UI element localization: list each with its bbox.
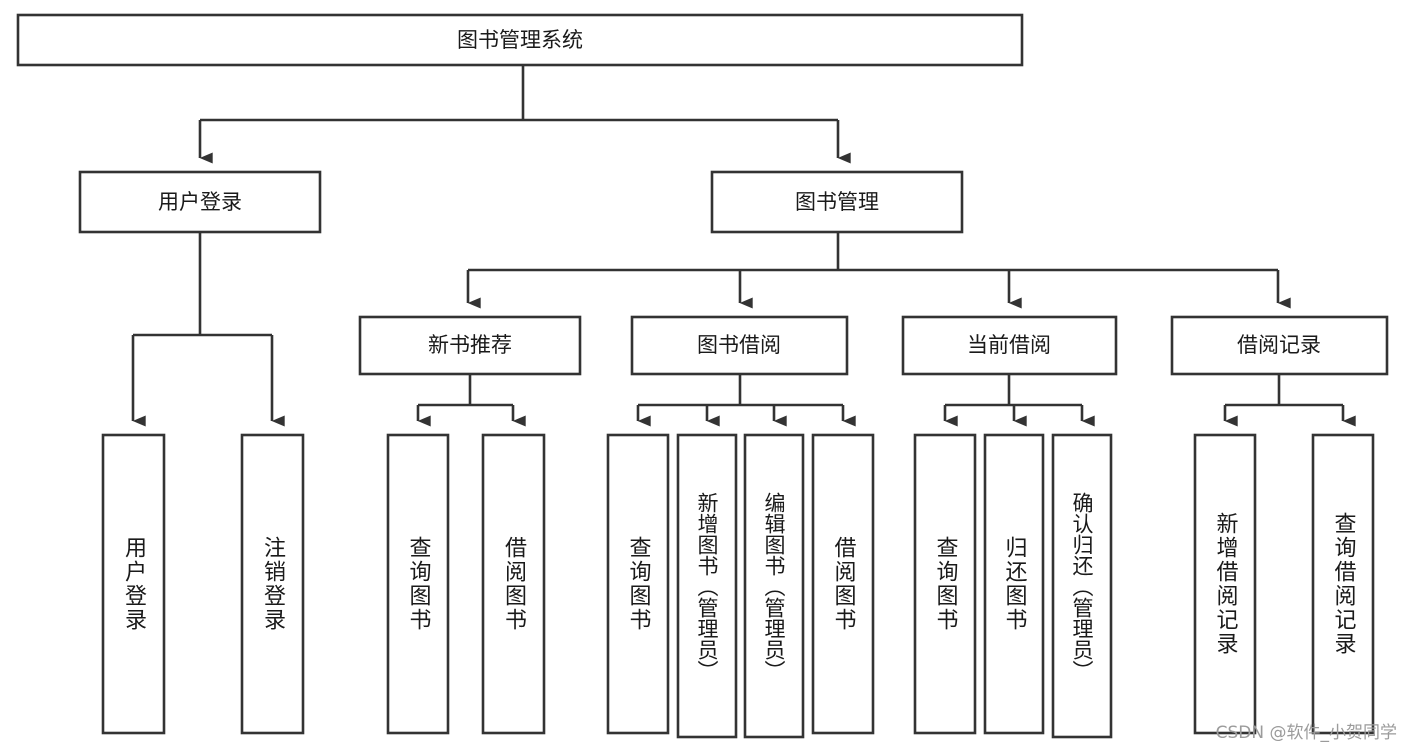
leaf-box-user-logout[interactable] [240, 433, 305, 735]
node-root[interactable]: 图书管理系统 [16, 13, 1024, 67]
connector-group-borrow-record [1223, 374, 1356, 427]
connector-group-book-borrow [636, 374, 856, 427]
leaf-box-query-record[interactable] [1311, 433, 1375, 735]
node-book-borrow-label: 图书借阅 [697, 333, 781, 357]
node-user-login-label: 用户登录 [158, 190, 242, 214]
leaf-box-add-record[interactable] [1193, 433, 1257, 735]
node-book-borrow-box[interactable] [630, 315, 849, 376]
node-user-login-box[interactable] [78, 170, 322, 234]
leaf-box-edit-book[interactable] [743, 433, 805, 739]
leaf-box-confirm-return[interactable] [1051, 433, 1113, 739]
node-borrow-record[interactable]: 借阅记录 [1170, 315, 1389, 376]
leaf-box-add-book[interactable] [676, 433, 738, 739]
leaf-box-user-login[interactable] [101, 433, 166, 735]
node-current-borrow[interactable]: 当前借阅 [901, 315, 1118, 376]
leaf-box-return-book[interactable] [983, 433, 1045, 735]
connector-group-current-borrow [943, 374, 1095, 427]
node-current-borrow-label: 当前借阅 [967, 333, 1051, 357]
connector-group-book-manage [466, 232, 1291, 309]
node-book-manage-box[interactable] [710, 170, 964, 234]
leaf-box-borrow-book-1[interactable] [481, 433, 546, 735]
node-borrow-record-label: 借阅记录 [1237, 333, 1321, 357]
node-borrow-record-box[interactable] [1170, 315, 1389, 376]
leaf-box-query-book-1[interactable] [386, 433, 450, 735]
node-new-book-rec-label: 新书推荐 [428, 333, 512, 357]
node-root-box[interactable] [16, 13, 1024, 67]
node-user-login[interactable]: 用户登录 [78, 170, 322, 234]
connector-group-new-book-rec [416, 374, 526, 427]
csdn-watermark: CSDN @软件_小贺同学 [1215, 723, 1397, 743]
leaf-box-query-book-3[interactable] [913, 433, 977, 735]
node-book-borrow[interactable]: 图书借阅 [630, 315, 849, 376]
leaf-box-query-book-2[interactable] [606, 433, 670, 735]
leaf-box-group [101, 433, 1375, 739]
node-new-book-rec-box[interactable] [358, 315, 582, 376]
node-new-book-rec[interactable]: 新书推荐 [358, 315, 582, 376]
leaf-box-borrow-book-2[interactable] [811, 433, 875, 735]
node-root-label: 图书管理系统 [457, 28, 583, 52]
node-book-manage[interactable]: 图书管理 [710, 170, 964, 234]
connector-group-root [198, 65, 851, 164]
connector-group-user-login [131, 232, 285, 427]
node-current-borrow-box[interactable] [901, 315, 1118, 376]
node-book-manage-label: 图书管理 [795, 190, 879, 214]
